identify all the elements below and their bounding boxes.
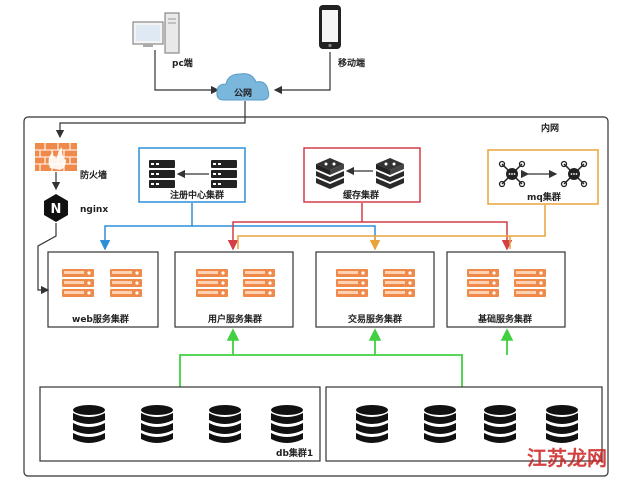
database-icon <box>141 405 173 443</box>
mq-node-icon <box>560 160 588 188</box>
nginx-logo-letter: N <box>51 202 62 217</box>
pc-label: pc端 <box>172 57 193 69</box>
pc-to-public-net-arrow <box>154 50 220 95</box>
mobile-icon <box>319 5 341 49</box>
mq-to-user-line <box>237 205 546 249</box>
cloud-icon <box>216 73 270 101</box>
cache-links <box>227 203 513 251</box>
base-server-icon <box>467 269 499 297</box>
nginx-icon <box>44 194 68 222</box>
mobile-label: 移动端 <box>338 57 365 69</box>
database-icon <box>73 405 105 443</box>
trade-server-icon <box>336 269 368 297</box>
db-links <box>179 328 514 387</box>
trade-server-icon <box>383 269 415 297</box>
cache-to-user-arrow <box>227 203 363 251</box>
nginx-to-web-arrow <box>37 223 57 295</box>
db-cluster-box-right <box>325 386 603 462</box>
web-label: web服务集群 <box>72 313 129 325</box>
registry-server-icon <box>211 160 237 188</box>
firewall-icon <box>35 143 77 171</box>
registry-links <box>99 203 376 251</box>
trade-label: 交易服务集群 <box>348 313 402 325</box>
registry-to-trade-line <box>192 225 376 249</box>
database-icon <box>356 405 388 443</box>
db-cluster-box-left <box>39 386 321 462</box>
cache-cluster-box <box>303 147 421 203</box>
database-icon <box>484 405 516 443</box>
mq-links <box>237 205 546 251</box>
redis-icon <box>376 158 404 189</box>
mq-cluster-box <box>487 149 599 205</box>
web-server-icon <box>110 269 142 297</box>
web-server-icon <box>62 269 94 297</box>
database-icon <box>546 405 578 443</box>
intranet-boundary <box>23 116 609 477</box>
database-icon <box>209 405 241 443</box>
user-server-icon <box>243 269 275 297</box>
cache-label: 缓存集群 <box>343 189 379 201</box>
database-icon <box>271 405 303 443</box>
registry-label: 注册中心集群 <box>170 189 224 201</box>
base-label: 基础服务集群 <box>477 313 532 325</box>
redis-icon <box>316 158 344 189</box>
base-server-icon <box>514 269 546 297</box>
watermark: 江苏龙网 <box>527 446 607 470</box>
user-cluster-box <box>174 251 294 328</box>
base-cluster-box <box>446 251 566 328</box>
db-bus-line <box>179 354 463 387</box>
firewall-label: 防火墙 <box>80 169 107 181</box>
trade-cluster-box <box>315 251 435 328</box>
registry-cluster-box <box>138 147 246 203</box>
db-label: db集群1 <box>276 447 313 459</box>
pc-icon <box>132 12 180 54</box>
user-label: 用户服务集群 <box>207 313 262 325</box>
registry-server-icon <box>149 160 175 188</box>
nginx-label: nginx <box>80 205 108 215</box>
public-net-to-firewall-arrow <box>55 101 246 139</box>
mq-label: mq集群 <box>527 191 561 203</box>
cache-to-base-arrow <box>362 221 513 251</box>
registry-to-web-arrow <box>99 203 193 251</box>
database-icon <box>424 405 456 443</box>
mq-node-icon <box>498 160 526 188</box>
public-net-label: 公网 <box>234 88 252 99</box>
web-cluster-box <box>47 251 159 328</box>
intranet-label: 内网 <box>541 122 559 134</box>
mobile-to-public-net-arrow <box>273 52 331 95</box>
user-server-icon <box>196 269 228 297</box>
